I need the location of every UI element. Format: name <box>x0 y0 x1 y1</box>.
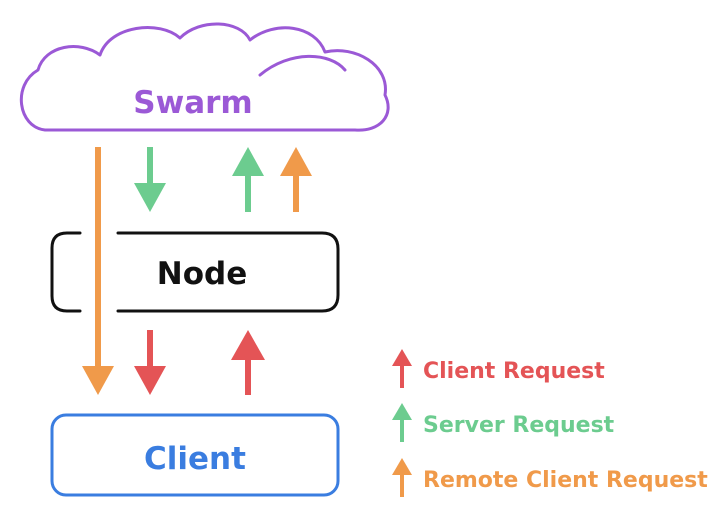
node-box-left-bracket <box>50 231 82 313</box>
arrow-head <box>134 366 166 395</box>
client-request-arrow-client-to-node <box>231 330 265 395</box>
arrow-head <box>82 366 114 395</box>
node-label: Node <box>157 256 247 292</box>
legend-item-remote-client-request: Remote Client Request <box>392 458 708 497</box>
swarm-cloud-inner-line <box>258 54 347 77</box>
client-label: Client <box>144 441 246 477</box>
arrow-head <box>280 147 312 176</box>
legend-arrow-up-icon <box>392 349 412 388</box>
swarm-cloud: Swarm <box>19 22 390 132</box>
server-request-arrow-node-to-swarm <box>232 147 264 212</box>
remote-client-request-arrow-swarm-to-client <box>82 147 114 395</box>
legend-item-server-request: Server Request <box>392 403 615 442</box>
node-box: Node <box>50 231 340 313</box>
arrow-head <box>134 183 166 212</box>
client-box: Client <box>50 413 340 497</box>
legend-label-remote-client-request: Remote Client Request <box>423 468 708 493</box>
remote-client-request-arrow-node-to-swarm <box>280 147 312 212</box>
legend-arrow-up-icon <box>392 458 412 497</box>
legend: Client Request Server Request Remote Cli… <box>392 349 708 497</box>
client-request-arrow-node-to-client <box>134 330 166 395</box>
server-request-arrow-swarm-to-node <box>134 147 166 212</box>
legend-item-client-request: Client Request <box>392 349 605 388</box>
arrow-head <box>232 147 264 176</box>
swarm-cloud-outline <box>19 22 390 132</box>
arrow-head <box>231 330 265 360</box>
node-box-main-outline <box>116 231 340 313</box>
swarm-label: Swarm <box>133 85 252 121</box>
legend-label-server-request: Server Request <box>423 413 615 438</box>
client-box-outline <box>50 413 340 497</box>
legend-label-client-request: Client Request <box>423 359 605 384</box>
legend-arrow-up-icon <box>392 403 412 442</box>
